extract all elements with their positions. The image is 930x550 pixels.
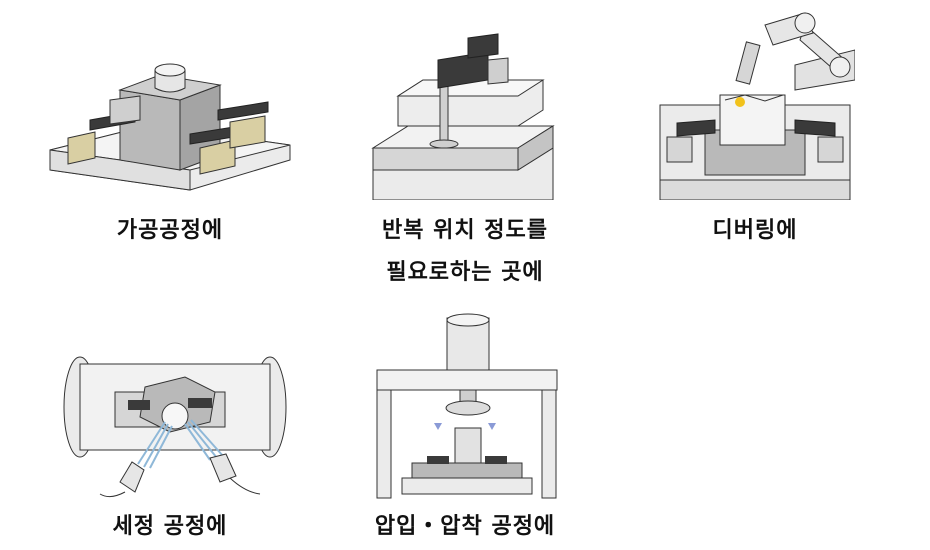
illustration-deburring — [655, 5, 855, 200]
illustration-repeat-positioning — [368, 30, 568, 200]
caption-line: 세정 공정에 — [112, 514, 228, 539]
caption-line: 가공공정에 — [116, 218, 224, 243]
machining-fixture-drawing — [49, 63, 291, 191]
illustration-press-fit — [372, 308, 562, 500]
caption-line: 필요로하는 곳에 — [386, 260, 544, 285]
caption-line: 압입・압착 공정에 — [374, 514, 556, 539]
caption-press-fit: 압입・압착 공정에 — [305, 510, 625, 544]
cleaning-fixture-drawing — [63, 356, 287, 498]
caption-machining: 가공공정에 — [10, 214, 330, 248]
positioning-fixture-drawing — [371, 33, 555, 200]
caption-line: 반복 위치 정도를 — [382, 218, 548, 243]
caption-deburring: 디버링에 — [595, 214, 915, 248]
illustration-cleaning — [60, 352, 290, 502]
caption-line: 디버링에 — [712, 218, 798, 243]
deburring-robot-drawing — [659, 12, 855, 200]
press-fit-fixture-drawing — [376, 313, 558, 499]
caption-repeat-positioning: 반복 위치 정도를 필요로하는 곳에 — [305, 214, 625, 290]
caption-cleaning: 세정 공정에 — [10, 510, 330, 544]
illustration-machining — [40, 30, 300, 200]
